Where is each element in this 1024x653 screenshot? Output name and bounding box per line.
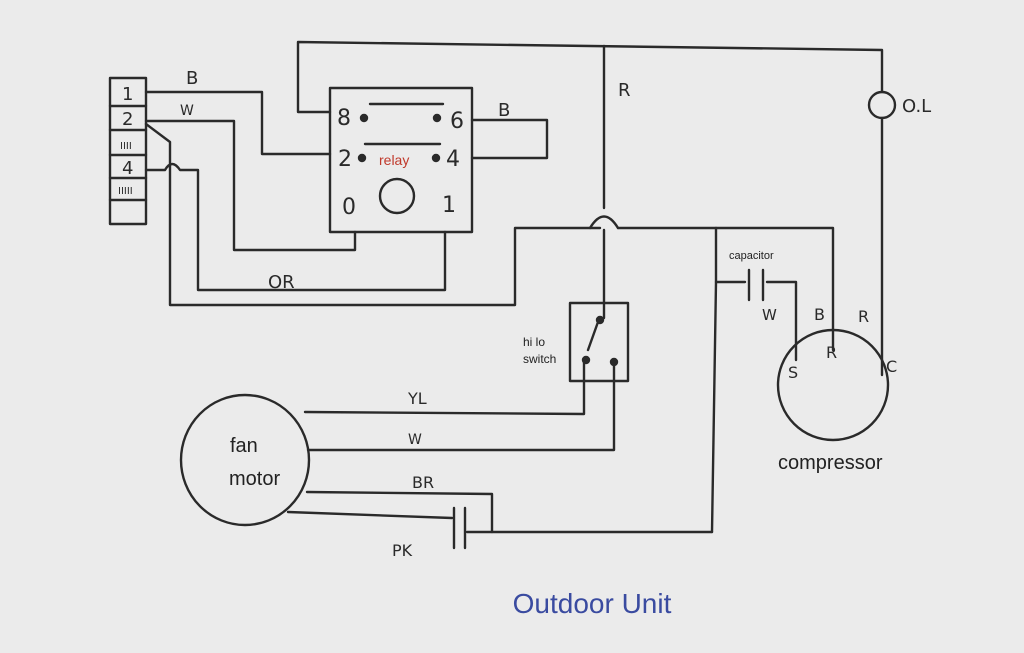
hi-lo-switch bbox=[568, 301, 630, 383]
wire-label-w-fan: W bbox=[408, 432, 422, 448]
terminal-2: 2 bbox=[122, 109, 133, 130]
fan-motor-label-line2: motor bbox=[229, 468, 280, 490]
diagram-title: Outdoor Unit bbox=[512, 588, 672, 619]
relay-box bbox=[328, 86, 474, 234]
fan-motor-label-line1: fan bbox=[230, 435, 258, 457]
wire-label-or: OR bbox=[268, 272, 295, 293]
switch-label-line1: hi lo bbox=[523, 335, 545, 349]
wire-label-r-comp: R bbox=[858, 307, 869, 326]
fan-motor-circle bbox=[179, 393, 311, 527]
terminal-4: 4 bbox=[122, 158, 133, 179]
wire-label-w-cap: W bbox=[762, 306, 777, 324]
switch-label-line2: switch bbox=[523, 352, 556, 366]
compressor-circle bbox=[776, 328, 890, 442]
wire-label-br: BR bbox=[412, 473, 434, 492]
relay-terminal-4: 4 bbox=[446, 147, 460, 172]
compressor-terminal-r: R bbox=[826, 343, 837, 362]
wire-label-b-comp: B bbox=[814, 305, 825, 324]
relay-terminal-0: 0 bbox=[342, 195, 356, 220]
capacitor-label: capacitor bbox=[729, 250, 774, 262]
overload-label: O.L bbox=[902, 96, 931, 117]
compressor-label: compressor bbox=[778, 452, 883, 474]
wire-label-b: B bbox=[186, 68, 198, 89]
overload-symbol bbox=[867, 90, 897, 120]
relay-terminal-2: 2 bbox=[338, 147, 352, 172]
wire-label-b-relay: B bbox=[498, 100, 510, 121]
relay-terminal-1: 1 bbox=[442, 193, 456, 218]
relay-terminal-6: 6 bbox=[450, 109, 464, 134]
terminal-block bbox=[108, 76, 148, 226]
terminal-5: IIIII bbox=[118, 186, 133, 197]
relay-label: relay bbox=[379, 152, 409, 168]
compressor-terminal-s: S bbox=[788, 363, 798, 382]
wire-label-yl: YL bbox=[407, 389, 427, 408]
wire-label-pk: PK bbox=[392, 541, 413, 560]
wire-label-r: R bbox=[618, 80, 631, 101]
compressor-terminal-c: C bbox=[886, 357, 897, 376]
relay-terminal-8: 8 bbox=[337, 106, 351, 131]
wire-label-w: W bbox=[180, 103, 194, 119]
terminal-1: 1 bbox=[122, 84, 133, 105]
terminal-3: IIII bbox=[120, 141, 132, 152]
